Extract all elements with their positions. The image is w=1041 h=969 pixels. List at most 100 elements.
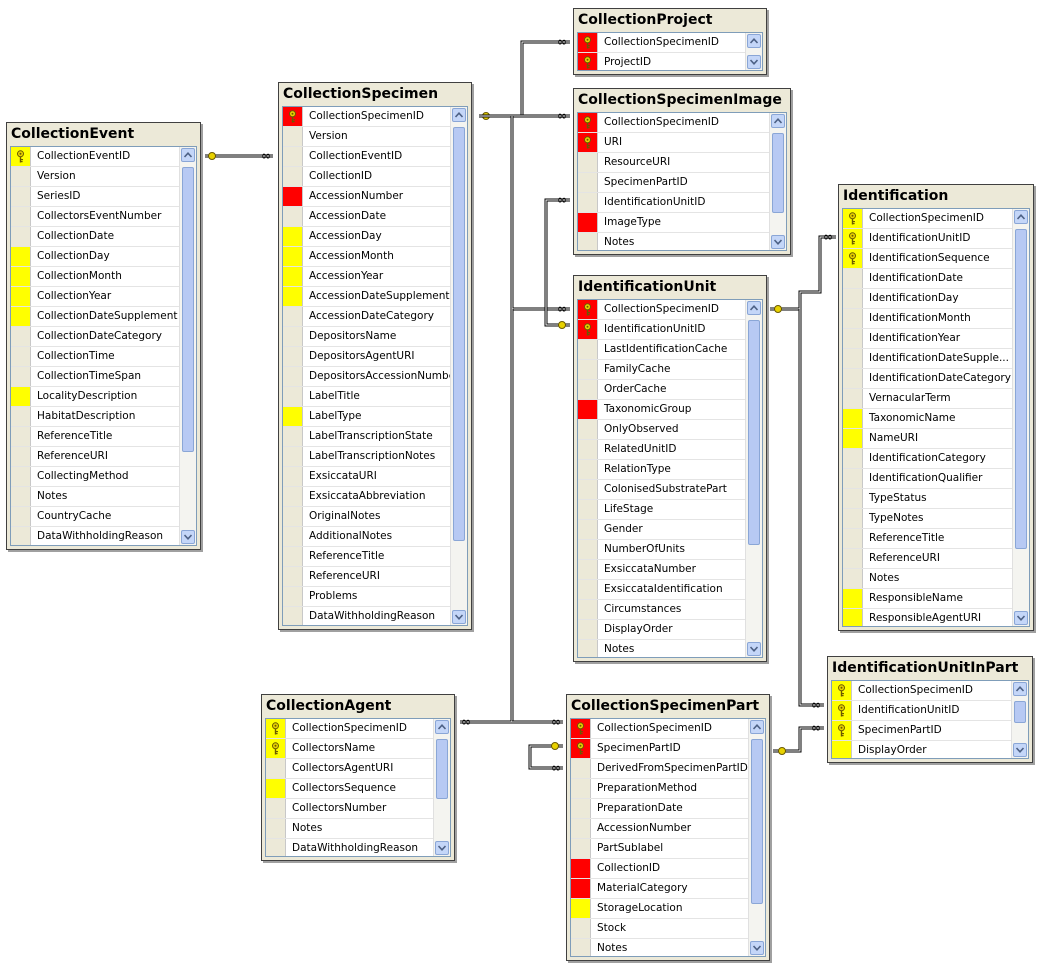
field-row[interactable]: IdentificationYear xyxy=(843,329,1012,349)
field-row[interactable]: LocalityDescription xyxy=(11,387,179,407)
field-row[interactable]: LastIdentificationCache xyxy=(578,340,745,360)
field-row[interactable]: NumberOfUnits xyxy=(578,540,745,560)
scroll-down-icon[interactable] xyxy=(750,941,764,955)
field-row[interactable]: ExsiccataAbbreviation xyxy=(283,487,450,507)
field-row[interactable]: AccessionDay xyxy=(283,227,450,247)
field-row[interactable]: SpecimenPartID xyxy=(578,173,769,193)
scroll-up-icon[interactable] xyxy=(1013,682,1027,696)
scroll-up-icon[interactable] xyxy=(1014,210,1028,224)
field-row[interactable]: ResponsibleAgentURI xyxy=(843,609,1012,626)
table-title[interactable]: CollectionSpecimenImage xyxy=(578,92,782,108)
field-row[interactable]: IdentificationMonth xyxy=(843,309,1012,329)
field-row[interactable]: DisplayOrder xyxy=(578,620,745,640)
field-row[interactable]: SeriesID xyxy=(11,187,179,207)
scrollbar[interactable] xyxy=(1011,681,1028,758)
field-row[interactable]: ReferenceTitle xyxy=(11,427,179,447)
scroll-up-icon[interactable] xyxy=(747,34,761,48)
field-row[interactable]: Problems xyxy=(283,587,450,607)
table-title[interactable]: Identification xyxy=(843,188,949,204)
field-row[interactable]: ReferenceURI xyxy=(843,549,1012,569)
scroll-thumb[interactable] xyxy=(436,739,448,799)
table-title[interactable]: CollectionEvent xyxy=(11,126,135,142)
field-row[interactable]: StorageLocation xyxy=(571,899,748,919)
field-row[interactable]: PreparationMethod xyxy=(571,779,748,799)
scroll-thumb[interactable] xyxy=(1014,701,1026,723)
field-row[interactable]: SpecimenPartID xyxy=(571,739,748,759)
field-row[interactable]: CollectionSpecimenID xyxy=(283,107,450,127)
field-row[interactable]: IdentificationUnitID xyxy=(843,229,1012,249)
field-row[interactable]: CollectionTime xyxy=(11,347,179,367)
field-row[interactable]: ResourceURI xyxy=(578,153,769,173)
table-title[interactable]: CollectionAgent xyxy=(266,698,392,714)
field-row[interactable]: DepositorsName xyxy=(283,327,450,347)
field-row[interactable]: CollectionMonth xyxy=(11,267,179,287)
field-row[interactable]: IdentificationUnitID xyxy=(832,701,1011,721)
field-row[interactable]: Notes xyxy=(266,819,433,839)
field-row[interactable]: PreparationDate xyxy=(571,799,748,819)
field-row[interactable]: CollectionEventID xyxy=(283,147,450,167)
scroll-down-icon[interactable] xyxy=(181,530,195,544)
scroll-down-icon[interactable] xyxy=(1014,611,1028,625)
field-row[interactable]: CollectionID xyxy=(571,859,748,879)
field-row[interactable]: IdentificationDateSupple... xyxy=(843,349,1012,369)
field-row[interactable]: Notes xyxy=(578,640,745,657)
field-row[interactable]: AccessionDateSupplement xyxy=(283,287,450,307)
field-row[interactable]: ExsiccataNumber xyxy=(578,560,745,580)
field-row[interactable]: TaxonomicGroup xyxy=(578,400,745,420)
field-row[interactable]: CollectingMethod xyxy=(11,467,179,487)
field-row[interactable]: CollectionSpecimenID xyxy=(578,33,745,53)
field-row[interactable]: IdentificationSequence xyxy=(843,249,1012,269)
field-row[interactable]: ImageType xyxy=(578,213,769,233)
field-row[interactable]: CollectionSpecimenID xyxy=(843,209,1012,229)
scroll-down-icon[interactable] xyxy=(435,841,449,855)
field-row[interactable]: IdentificationDateCategory xyxy=(843,369,1012,389)
field-row[interactable]: CollectionID xyxy=(283,167,450,187)
scrollbar[interactable] xyxy=(433,719,450,856)
field-row[interactable]: ReferenceURI xyxy=(11,447,179,467)
field-row[interactable]: ProjectID xyxy=(578,53,745,70)
field-row[interactable]: CollectionEventID xyxy=(11,147,179,167)
field-row[interactable]: CollectorsName xyxy=(266,739,433,759)
field-row[interactable]: Version xyxy=(283,127,450,147)
field-row[interactable]: URI xyxy=(578,133,769,153)
field-row[interactable]: CollectionSpecimenID xyxy=(578,300,745,320)
field-row[interactable]: Stock xyxy=(571,919,748,939)
scroll-thumb[interactable] xyxy=(772,133,784,213)
field-row[interactable]: Notes xyxy=(843,569,1012,589)
scroll-up-icon[interactable] xyxy=(771,114,785,128)
field-row[interactable]: CollectionDateCategory xyxy=(11,327,179,347)
scrollbar[interactable] xyxy=(748,719,765,956)
field-row[interactable]: CollectionSpecimenID xyxy=(578,113,769,133)
scroll-up-icon[interactable] xyxy=(181,148,195,162)
field-row[interactable]: Notes xyxy=(11,487,179,507)
field-row[interactable]: CollectionYear xyxy=(11,287,179,307)
table-title[interactable]: IdentificationUnitInPart xyxy=(832,660,1019,676)
scrollbar[interactable] xyxy=(450,107,467,625)
field-row[interactable]: AccessionNumber xyxy=(283,187,450,207)
field-row[interactable]: ExsiccataIdentification xyxy=(578,580,745,600)
table-title[interactable]: IdentificationUnit xyxy=(578,279,717,295)
field-row[interactable]: AccessionDateCategory xyxy=(283,307,450,327)
field-row[interactable]: ResponsibleName xyxy=(843,589,1012,609)
scroll-down-icon[interactable] xyxy=(747,55,761,69)
field-row[interactable]: CollectionDay xyxy=(11,247,179,267)
field-row[interactable]: DepositorsAgentURI xyxy=(283,347,450,367)
scrollbar[interactable] xyxy=(179,147,196,545)
scroll-down-icon[interactable] xyxy=(452,610,466,624)
field-row[interactable]: FamilyCache xyxy=(578,360,745,380)
field-row[interactable]: DerivedFromSpecimenPartID xyxy=(571,759,748,779)
field-row[interactable]: LifeStage xyxy=(578,500,745,520)
field-row[interactable]: IdentificationQualifier xyxy=(843,469,1012,489)
scroll-down-icon[interactable] xyxy=(1013,743,1027,757)
scroll-thumb[interactable] xyxy=(751,739,763,904)
field-row[interactable]: MaterialCategory xyxy=(571,879,748,899)
scroll-up-icon[interactable] xyxy=(747,301,761,315)
field-row[interactable]: HabitatDescription xyxy=(11,407,179,427)
table-title[interactable]: CollectionSpecimenPart xyxy=(571,698,760,714)
table-title[interactable]: CollectionProject xyxy=(578,12,713,28)
